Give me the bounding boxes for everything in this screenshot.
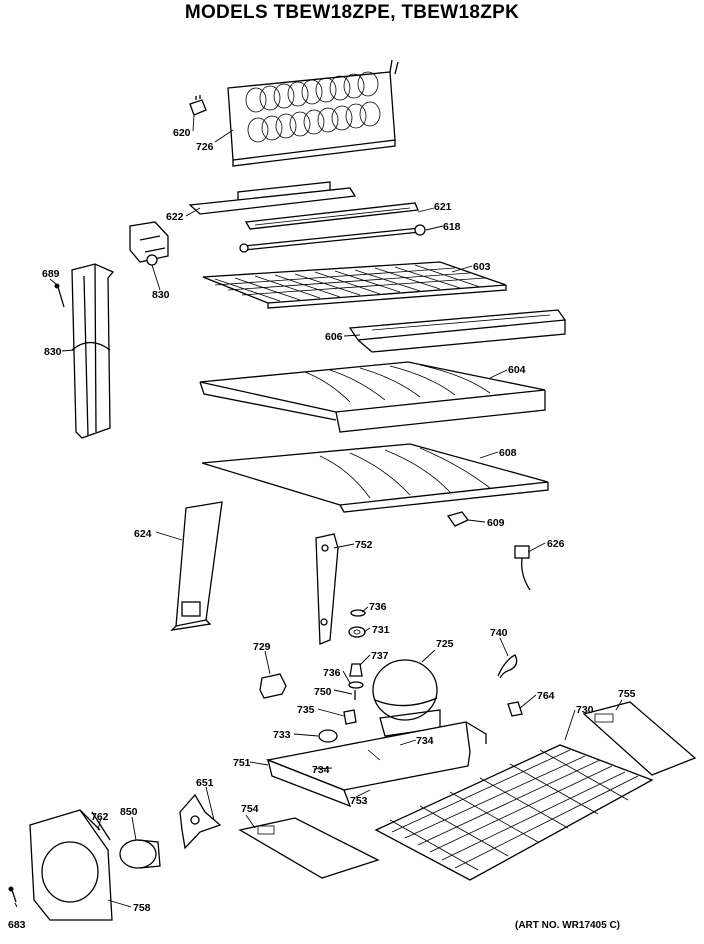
label-726: 726 (196, 141, 214, 153)
label-753: 753 (350, 795, 368, 807)
grommet-731 (348, 626, 366, 638)
label-608: 608 (499, 447, 517, 459)
shelf-grid-603 (202, 261, 507, 309)
defrost-part-620 (189, 95, 207, 116)
label-830-upper: 830 (152, 289, 170, 301)
label-618: 618 (443, 221, 461, 233)
label-603: 603 (473, 261, 491, 273)
label-752: 752 (355, 539, 373, 551)
label-762: 762 (91, 811, 109, 823)
label-731: 731 (372, 624, 390, 636)
label-624: 624 (134, 528, 152, 540)
condenser-730 (374, 744, 654, 881)
label-651: 651 (196, 777, 214, 789)
label-755: 755 (618, 688, 636, 700)
fan-blade-651 (179, 793, 222, 850)
fan-motor-850 (119, 839, 161, 869)
shelf-rail-606 (348, 309, 567, 353)
side-duct-830 (71, 263, 115, 439)
compressor-725 (372, 659, 441, 737)
capacitor-733 (318, 729, 338, 743)
art-number: (ART NO. WR17405 C) (515, 920, 621, 931)
label-620: 620 (173, 127, 191, 139)
label-609: 609 (487, 517, 505, 529)
heater-cover-622 (188, 181, 357, 215)
tube-740 (497, 654, 518, 679)
label-734-left: 734 (312, 764, 330, 776)
label-735: 735 (297, 704, 315, 716)
screw-683 (8, 886, 17, 903)
label-740: 740 (490, 627, 508, 639)
label-850: 850 (120, 806, 138, 818)
label-733: 733 (273, 729, 291, 741)
screw-689 (54, 283, 65, 308)
fan-shroud-762 (29, 809, 113, 921)
label-751: 751 (233, 757, 251, 769)
diagram-title: MODELS TBEW18ZPE, TBEW18ZPK (184, 2, 520, 23)
power-cord-626 (514, 545, 531, 591)
divider-shelf-604 (199, 361, 546, 433)
label-622: 622 (166, 211, 184, 223)
divider-tray-608 (201, 443, 549, 513)
label-736-lower: 736 (323, 667, 341, 679)
cover-plate-755 (582, 701, 697, 776)
evaporator-coil-726 (227, 59, 399, 167)
bracket-752 (315, 533, 339, 645)
label-754: 754 (241, 803, 259, 815)
label-764: 764 (537, 690, 555, 702)
part-number-labels: 620 726 622 621 618 830 603 689 830 606 … (8, 127, 636, 931)
label-750: 750 (314, 686, 332, 698)
label-758: 758 (133, 902, 151, 914)
label-729: 729 (253, 641, 271, 653)
washer-736 (348, 681, 364, 689)
label-689: 689 (42, 268, 60, 280)
label-737: 737 (371, 650, 389, 662)
heater-bracket-621 (244, 202, 419, 230)
label-830-side: 830 (44, 346, 62, 358)
grommet-737 (349, 663, 363, 677)
base-pan-751 (265, 721, 487, 808)
part-735 (343, 709, 357, 725)
label-683: 683 (8, 919, 26, 931)
label-730: 730 (576, 704, 594, 716)
leader-lines (14, 114, 623, 908)
label-736-upper: 736 (369, 601, 387, 613)
grommet-736 (350, 609, 366, 617)
label-604: 604 (508, 364, 526, 376)
label-626: 626 (547, 538, 565, 550)
air-duct-624 (170, 501, 223, 631)
relay-729 (259, 673, 287, 699)
label-606: 606 (325, 331, 343, 343)
label-725: 725 (436, 638, 454, 650)
cover-plate-754 (238, 817, 380, 879)
damper-control-830 (129, 221, 169, 266)
label-621: 621 (434, 201, 452, 213)
clip-609 (446, 511, 470, 527)
clamp-764 (507, 701, 523, 717)
defrost-heater-618 (239, 224, 426, 253)
label-734-right: 734 (416, 735, 434, 747)
